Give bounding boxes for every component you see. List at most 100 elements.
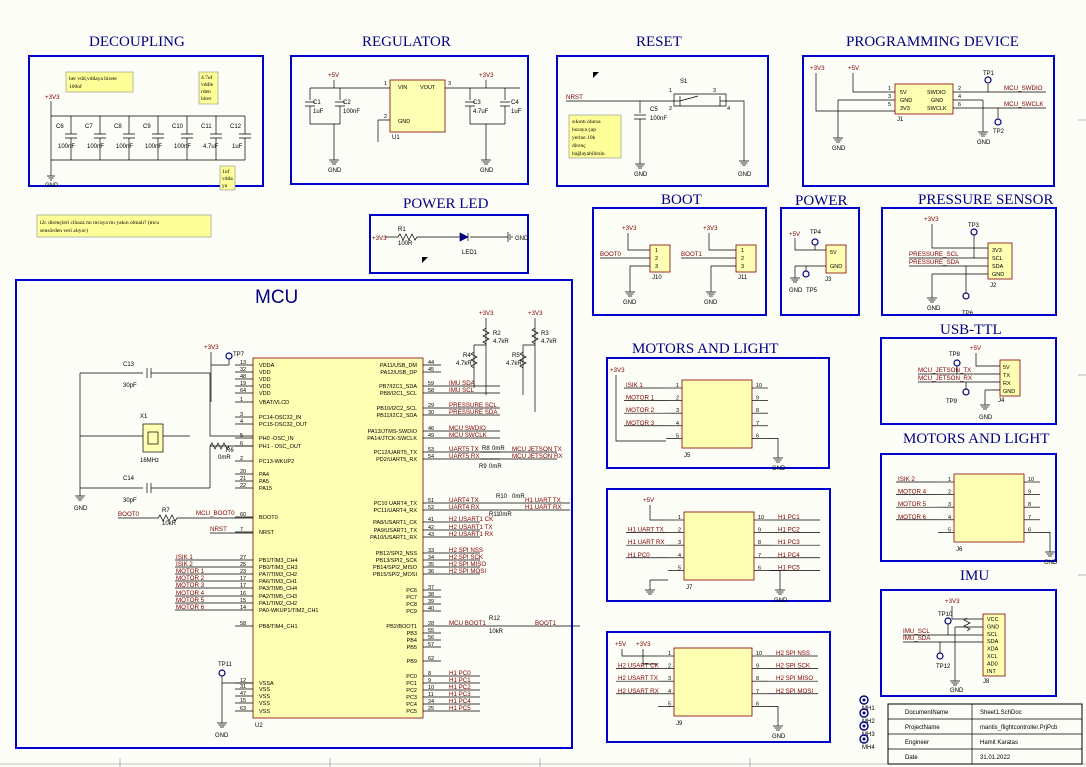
testpoint-icon[interactable] bbox=[802, 270, 810, 278]
capacitor-symbol[interactable] bbox=[181, 116, 193, 160]
supply-label: +3V3 bbox=[479, 72, 494, 79]
cap-value: 100nF bbox=[650, 116, 667, 122]
power-block: 5V GND J3 +5V TP4 TP5 GND bbox=[789, 230, 847, 294]
frame-motors-a bbox=[606, 357, 830, 469]
testpoint-icon[interactable] bbox=[994, 118, 1002, 126]
connector-j4[interactable] bbox=[999, 359, 1021, 397]
pin-name: GND bbox=[900, 98, 912, 104]
connector-j6[interactable] bbox=[953, 473, 1025, 543]
cap-ref: C12 bbox=[230, 124, 242, 130]
connector-j11[interactable] bbox=[735, 244, 757, 273]
regulator-chip[interactable] bbox=[389, 79, 446, 133]
pin-number: 1 bbox=[948, 477, 951, 483]
crystal-x1[interactable] bbox=[142, 423, 164, 453]
pin-number: 2 bbox=[678, 528, 681, 534]
note-decoupling-1[interactable] bbox=[65, 71, 134, 93]
mcu-pin-name: VSS bbox=[259, 709, 270, 715]
mcu-pin-number: 10 bbox=[428, 685, 434, 691]
frame-j7 bbox=[606, 488, 831, 602]
capacitor-symbol[interactable] bbox=[65, 116, 77, 160]
mcu-pin-name: PB7/I2C1_SDA bbox=[379, 384, 417, 390]
pin-number: 10 bbox=[756, 651, 762, 657]
mounting-hole-icon[interactable] bbox=[859, 695, 869, 705]
net-label: NRST bbox=[566, 94, 583, 101]
mcu-pin-number: 11 bbox=[428, 692, 434, 698]
mcu-pin-name: PC15-OSC32_OUT bbox=[259, 422, 308, 428]
mcu-pin-name: PB12/SPI2_NSS bbox=[376, 551, 418, 557]
capacitor-symbol[interactable] bbox=[152, 116, 164, 160]
mcu-pin-name: PB0/TIM3_CH3 bbox=[259, 565, 298, 571]
mcu-pin-name: PB14/SPI2_MISO bbox=[373, 565, 418, 571]
mcu-pin-number: 27 bbox=[240, 555, 246, 561]
mcu-chip[interactable] bbox=[252, 357, 424, 719]
mcu-pin-number: 21 bbox=[240, 476, 246, 482]
frame-regulator bbox=[290, 55, 529, 185]
mcu-pin-number: 25 bbox=[428, 706, 434, 712]
testpoint-icon[interactable] bbox=[953, 359, 961, 367]
pin-number: 2 bbox=[958, 86, 961, 92]
capacitor-symbol[interactable] bbox=[94, 116, 106, 160]
testpoint-icon[interactable] bbox=[944, 617, 952, 625]
note-text: rden bbox=[201, 89, 211, 95]
note-text: direnç bbox=[572, 143, 586, 149]
capacitor-symbol[interactable] bbox=[210, 116, 222, 160]
mcu-pin-name: PC11/UART4_RX bbox=[373, 508, 417, 514]
connector-j9[interactable] bbox=[673, 647, 753, 717]
connector-j5[interactable] bbox=[681, 379, 753, 449]
mcu-pin-number: 38 bbox=[428, 592, 434, 598]
connector-j1[interactable] bbox=[894, 83, 954, 115]
mcu-pin-name: VDD bbox=[259, 391, 271, 397]
note-decoupling-2[interactable] bbox=[198, 71, 219, 105]
connector-j8[interactable] bbox=[982, 613, 1006, 677]
connector-j3[interactable] bbox=[825, 244, 847, 274]
testpoint-icon[interactable] bbox=[970, 228, 978, 236]
capacitor-symbol[interactable] bbox=[239, 116, 251, 160]
mcu-pin-name: PC8 bbox=[406, 602, 417, 608]
pin-number: 3 bbox=[655, 264, 658, 270]
testpoint-icon[interactable] bbox=[936, 652, 944, 660]
frame-power-led bbox=[369, 214, 529, 274]
connector-j2[interactable] bbox=[987, 242, 1013, 280]
pin-number: 3 bbox=[741, 264, 744, 270]
mcu-pin-name: VDD bbox=[259, 370, 271, 376]
ref-designator: J7 bbox=[686, 585, 693, 591]
mcu-pin-number: 62 bbox=[428, 656, 434, 662]
testpoint-icon[interactable] bbox=[984, 76, 992, 84]
testpoint-icon[interactable] bbox=[962, 388, 970, 396]
note-general[interactable] bbox=[36, 214, 212, 238]
mcu-pin-name: PA11/USB_DM bbox=[380, 363, 418, 369]
mcu-pin-number: 20 bbox=[240, 469, 246, 475]
testpoint-icon[interactable] bbox=[225, 352, 233, 360]
mounting-hole-icon[interactable] bbox=[859, 721, 869, 731]
testpoint-icon[interactable] bbox=[811, 238, 819, 246]
note-text: vdda bbox=[222, 176, 233, 182]
connector-j7[interactable] bbox=[683, 511, 755, 581]
mcu-pin-number: 15 bbox=[240, 698, 246, 704]
usb-ttl-block: 5V TX RX GND J4 +5V MCU_JETSON_TX MCU_JE… bbox=[918, 345, 1021, 421]
mounting-hole-icon[interactable] bbox=[859, 708, 869, 718]
mcu-pin-name: PB13/SPI2_SCK bbox=[376, 558, 418, 564]
section-title-boot: BOOT bbox=[661, 192, 702, 208]
net-label: MOTOR 3 bbox=[176, 582, 205, 589]
mounting-hole-icon[interactable] bbox=[859, 734, 869, 744]
net-label: H1 PC4 bbox=[449, 698, 471, 705]
capacitor-symbol[interactable] bbox=[123, 116, 135, 160]
cap-ref: C5 bbox=[650, 107, 658, 113]
mcu-pin-name: PA13/JTMS-SWDIO bbox=[368, 429, 418, 435]
pin-name: SWCLK bbox=[927, 106, 947, 112]
pin-name: 5V bbox=[830, 250, 837, 256]
mcu-pin-number: 31 bbox=[240, 684, 246, 690]
testpoint-icon[interactable] bbox=[218, 669, 226, 677]
testpoint-icon[interactable] bbox=[962, 292, 970, 300]
cap-value: 4.7uF bbox=[473, 109, 489, 115]
title-block-value: mantis_flightcontroller.PrjPcb bbox=[980, 725, 1058, 731]
pin-number: 1 bbox=[676, 383, 679, 389]
note-reset[interactable] bbox=[568, 114, 622, 159]
mcu-pin-name: VDD bbox=[259, 377, 271, 383]
ref-designator: J1 bbox=[897, 117, 904, 123]
note-decoupling-3[interactable] bbox=[219, 165, 236, 191]
cap-value: 4.7uF bbox=[203, 144, 219, 150]
mcu-pin-number: 41 bbox=[428, 517, 434, 523]
connector-j10[interactable] bbox=[649, 244, 671, 273]
